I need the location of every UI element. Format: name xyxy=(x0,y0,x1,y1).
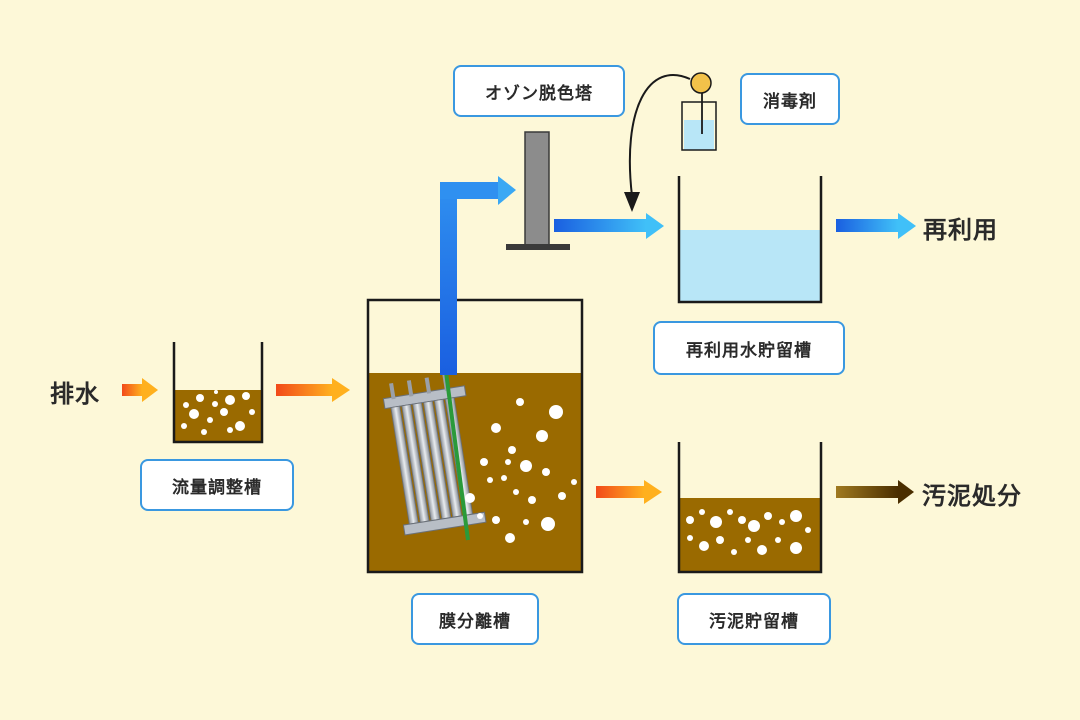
sludge-transfer-arrow xyxy=(596,480,662,504)
flow-arrow-to-reuse-tank xyxy=(554,213,664,239)
ozone-tower xyxy=(506,131,570,250)
air-bubbles xyxy=(181,390,255,435)
membrane-tank xyxy=(366,298,584,574)
air-bubbles xyxy=(465,398,577,543)
disinfectant-label: 消毒剤 xyxy=(740,73,840,125)
sludge-disposal-arrow xyxy=(836,480,914,504)
reuse-label: 再利用 xyxy=(923,216,998,244)
equalization-tank-label: 流量調整槽 xyxy=(140,459,294,511)
disinfectant-container xyxy=(681,72,717,151)
equalization-tank xyxy=(172,342,264,444)
inflow-label: 排水 xyxy=(50,380,100,408)
reuse-water-tank xyxy=(677,176,823,304)
reuse-outflow-arrow xyxy=(836,213,916,239)
inflow-arrow xyxy=(122,378,158,402)
sludge-storage-tank-label: 汚泥貯留槽 xyxy=(677,593,831,645)
ozone-tower-label: オゾン脱色塔 xyxy=(453,65,625,117)
membrane-module xyxy=(382,374,487,536)
disinfectant-dosing-arrow xyxy=(624,73,691,212)
membrane-tank-label: 膜分離槽 xyxy=(411,593,539,645)
air-bubbles xyxy=(686,509,811,555)
sludge-disposal-label: 汚泥処分 xyxy=(922,482,1022,510)
dosing-pump-icon xyxy=(690,72,712,94)
sludge-storage-tank xyxy=(677,442,823,574)
air-pipe xyxy=(444,371,470,541)
flow-arrow-to-membrane xyxy=(276,378,350,402)
reuse-water-tank-label: 再利用水貯留槽 xyxy=(653,321,845,375)
permeate-pipe-arrow xyxy=(440,176,516,375)
